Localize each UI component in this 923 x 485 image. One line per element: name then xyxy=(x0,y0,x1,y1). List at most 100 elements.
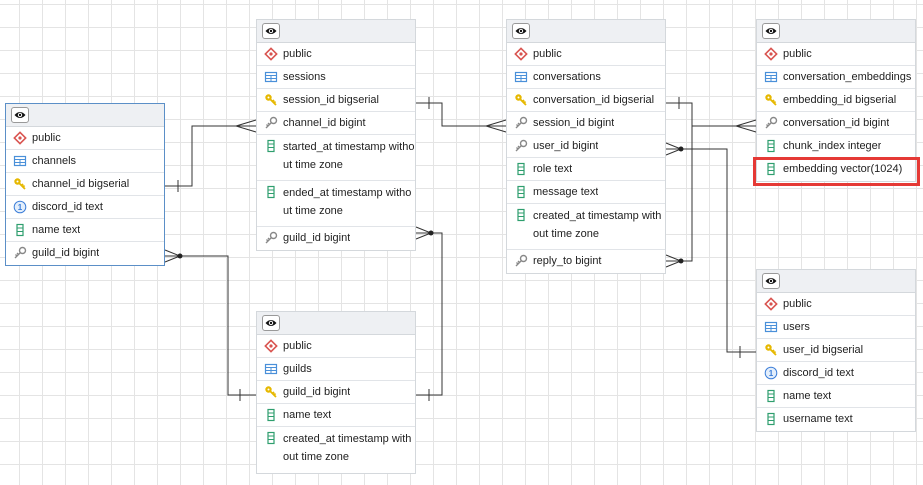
column-row-label: username text xyxy=(783,413,853,425)
column-icon xyxy=(514,162,528,176)
table-name-row-label: guilds xyxy=(283,363,312,375)
column-row[interactable]: user_id bigint xyxy=(507,135,665,158)
column-row[interactable]: session_id bigint xyxy=(507,112,665,135)
table-header[interactable] xyxy=(757,20,915,43)
eye-icon[interactable] xyxy=(762,273,780,289)
table-header[interactable] xyxy=(257,20,415,43)
column-row[interactable]: created_at timestamp with out time zone xyxy=(257,427,415,473)
eye-icon[interactable] xyxy=(512,23,530,39)
column-row[interactable]: embedding_id bigserial xyxy=(757,89,915,112)
column-row-label: name text xyxy=(32,224,81,236)
table-name-row[interactable]: channels xyxy=(6,150,164,173)
column-icon xyxy=(13,223,27,237)
column-row[interactable]: embedding vector(1024) xyxy=(757,158,915,181)
table-header[interactable] xyxy=(507,20,665,43)
column-row[interactable]: channel_id bigserial xyxy=(6,173,164,196)
table-header[interactable] xyxy=(757,270,915,293)
column-row-label: user_id bigint xyxy=(533,140,599,152)
table-conversation-embeddings[interactable]: public conversation_embeddings embedding_i… xyxy=(756,19,916,182)
eye-icon[interactable] xyxy=(262,315,280,331)
table-icon xyxy=(13,154,27,168)
column-row-label: started_at timestamp witho ut time zone xyxy=(283,141,415,171)
schema-row[interactable]: public xyxy=(257,43,415,66)
table-name-row[interactable]: sessions xyxy=(257,66,415,89)
primary-key-icon xyxy=(514,93,528,107)
schema-row[interactable]: public xyxy=(757,43,915,66)
column-row[interactable]: chunk_index integer xyxy=(757,135,915,158)
schema-icon xyxy=(764,47,778,61)
schema-row-label: public xyxy=(783,298,812,310)
column-row[interactable]: channel_id bigint xyxy=(257,112,415,135)
primary-key-icon xyxy=(764,93,778,107)
column-icon xyxy=(764,412,778,426)
column-row-label: embedding vector(1024) xyxy=(783,163,903,175)
foreign-key-icon xyxy=(764,116,778,130)
eye-icon[interactable] xyxy=(262,23,280,39)
column-row-label: reply_to bigint xyxy=(533,255,602,267)
table-header[interactable] xyxy=(257,312,415,335)
table-name-row-label: conversations xyxy=(533,71,601,83)
relation-users-conversations xyxy=(666,148,756,353)
column-row[interactable]: started_at timestamp witho ut time zone xyxy=(257,135,415,181)
column-row[interactable]: message text xyxy=(507,181,665,204)
schema-row[interactable]: public xyxy=(757,293,915,316)
table-name-row-label: channels xyxy=(32,155,77,167)
table-name-row[interactable]: guilds xyxy=(257,358,415,381)
column-row[interactable]: session_id bigserial xyxy=(257,89,415,112)
primary-key-icon xyxy=(264,93,278,107)
column-row[interactable]: name text xyxy=(757,385,915,408)
foreign-key-icon xyxy=(514,116,528,130)
column-row[interactable]: guild_id bigint xyxy=(257,381,415,404)
schema-icon xyxy=(13,131,27,145)
table-header[interactable] xyxy=(6,104,164,127)
foreign-key-icon xyxy=(514,139,528,153)
table-conversations[interactable]: public conversations conversation_id bigse… xyxy=(506,19,666,274)
column-row-label: guild_id bigint xyxy=(283,232,351,244)
column-row-label: conversation_id bigserial xyxy=(533,94,655,106)
schema-row[interactable]: public xyxy=(507,43,665,66)
column-row-label: message text xyxy=(533,186,599,198)
primary-key-icon xyxy=(264,385,278,399)
column-row-label: embedding_id bigserial xyxy=(783,94,897,106)
column-row[interactable]: guild_id bigint xyxy=(257,227,415,250)
column-row[interactable]: role text xyxy=(507,158,665,181)
table-name-row[interactable]: users xyxy=(757,316,915,339)
column-row-label: created_at timestamp with out time zone xyxy=(533,210,662,240)
relation-guilds-sessions xyxy=(416,232,443,396)
schema-icon xyxy=(514,47,528,61)
column-row[interactable]: created_at timestamp with out time zone xyxy=(507,204,665,250)
column-row-label: guild_id bigint xyxy=(283,386,351,398)
column-row[interactable]: user_id bigserial xyxy=(757,339,915,362)
column-row-label: role text xyxy=(533,163,573,175)
column-row[interactable]: reply_to bigint xyxy=(507,250,665,273)
column-row[interactable]: username text xyxy=(757,408,915,431)
schema-row-label: public xyxy=(32,132,61,144)
column-row[interactable]: guild_id bigint xyxy=(6,242,164,265)
eye-icon[interactable] xyxy=(762,23,780,39)
column-row[interactable]: name text xyxy=(6,219,164,242)
table-name-row[interactable]: conversation_embeddings xyxy=(757,66,915,89)
foreign-key-icon xyxy=(514,254,528,268)
column-row[interactable]: ended_at timestamp witho ut time zone xyxy=(257,181,415,227)
table-sessions[interactable]: public sessions session_id bigserial channe… xyxy=(256,19,416,251)
column-icon xyxy=(514,208,528,222)
schema-row[interactable]: public xyxy=(6,127,164,150)
column-row[interactable]: name text xyxy=(257,404,415,427)
column-row-label: session_id bigserial xyxy=(283,94,379,106)
eye-icon[interactable] xyxy=(11,107,29,123)
unique-icon: 1 xyxy=(13,200,27,214)
table-icon xyxy=(764,70,778,84)
schema-row-label: public xyxy=(783,48,812,60)
schema-row-label: public xyxy=(283,48,312,60)
table-name-row[interactable]: conversations xyxy=(507,66,665,89)
column-row[interactable]: conversation_id bigserial xyxy=(507,89,665,112)
schema-row-label: public xyxy=(533,48,562,60)
table-name-row-label: conversation_embeddings xyxy=(783,71,912,83)
schema-row[interactable]: public xyxy=(257,335,415,358)
column-row[interactable]: conversation_id bigint xyxy=(757,112,915,135)
